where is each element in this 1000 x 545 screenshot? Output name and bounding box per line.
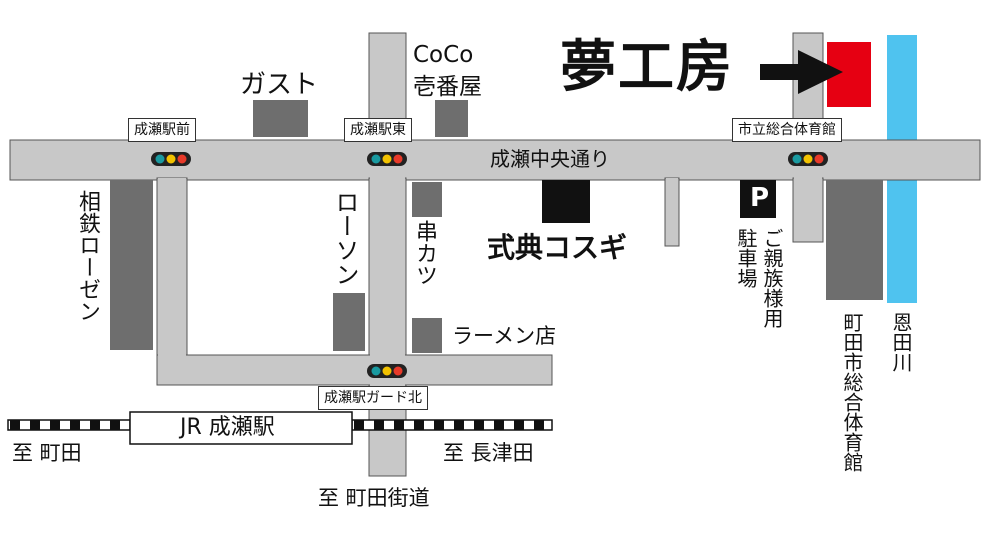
- kushikatsu-building: [412, 182, 442, 217]
- label-to-machida: 至 町田: [12, 441, 82, 465]
- shikiten-building: [542, 180, 590, 223]
- sign-guard-kita: 成瀬駅ガード北: [318, 386, 428, 410]
- label-lawson: ローソン: [331, 190, 359, 286]
- label-coco-2: 壱番屋: [413, 74, 482, 100]
- rail-tie: [494, 420, 504, 430]
- road-stub: [664, 177, 680, 247]
- rail-tie: [110, 420, 120, 430]
- gymnasium-building: [826, 180, 883, 300]
- label-gymnasium: 町田市総合体育館: [840, 312, 864, 472]
- coco-building: [435, 100, 468, 137]
- parking-mark: P: [750, 183, 770, 213]
- main-road-label: 成瀬中央通り: [490, 147, 610, 171]
- rail-tie: [514, 420, 524, 430]
- label-to-machida-kaido: 至 町田街道: [318, 486, 430, 510]
- road-center-vertical: [368, 177, 407, 477]
- lawson-building: [333, 293, 365, 351]
- sign-seise-mae: 成瀬駅前: [128, 118, 196, 142]
- sotetsu-rosen-building: [110, 180, 153, 350]
- rail-tie: [454, 420, 464, 430]
- rail-tie: [534, 420, 544, 430]
- road-south-horizontal: [156, 354, 553, 386]
- rail-tie: [50, 420, 60, 430]
- label-ramen: ラーメン店: [452, 324, 557, 348]
- label-coco-1: CoCo: [413, 42, 474, 68]
- label-shikiten: 式典コスギ: [487, 231, 628, 264]
- sign-seise-higashi: 成瀬駅東: [344, 118, 412, 142]
- road-left-vertical: [156, 177, 188, 386]
- rail-tie: [394, 420, 404, 430]
- rail-tie: [474, 420, 484, 430]
- rail-tie: [10, 420, 20, 430]
- rail-tie: [354, 420, 364, 430]
- label-to-nagatsuta: 至 長津田: [443, 441, 534, 465]
- label-river: 恩田川: [889, 312, 913, 372]
- station-box: [129, 411, 353, 445]
- rail-tie: [374, 420, 384, 430]
- label-gusto: ガスト: [240, 70, 319, 100]
- traffic-signal-icon: [151, 152, 191, 166]
- page-title: 夢工房: [560, 35, 734, 100]
- gusto-building: [253, 100, 308, 137]
- rail-tie: [30, 420, 40, 430]
- traffic-signal-icon: [367, 364, 407, 378]
- traffic-signal-icon: [788, 152, 828, 166]
- label-station: JR 成瀬駅: [180, 415, 275, 440]
- sign-shiritsu: 市立総合体育館: [732, 118, 842, 142]
- parking-icon: [740, 180, 776, 218]
- road-right-vertical: [792, 177, 824, 243]
- arrow-right-icon: [760, 50, 843, 94]
- label-sotetsu-rosen: 相鉄ローゼン: [75, 190, 100, 322]
- label-kushikatsu: 串カツ: [412, 220, 437, 286]
- rail-tie: [414, 420, 424, 430]
- railway: [7, 411, 553, 445]
- label-parking-1: 駐車場: [734, 228, 758, 288]
- rail-tie: [70, 420, 80, 430]
- traffic-signal-icon: [367, 152, 407, 166]
- rail-tie: [434, 420, 444, 430]
- label-parking-2: ご親族様用: [760, 228, 784, 328]
- rail-tie: [90, 420, 100, 430]
- ramen-building: [412, 318, 442, 353]
